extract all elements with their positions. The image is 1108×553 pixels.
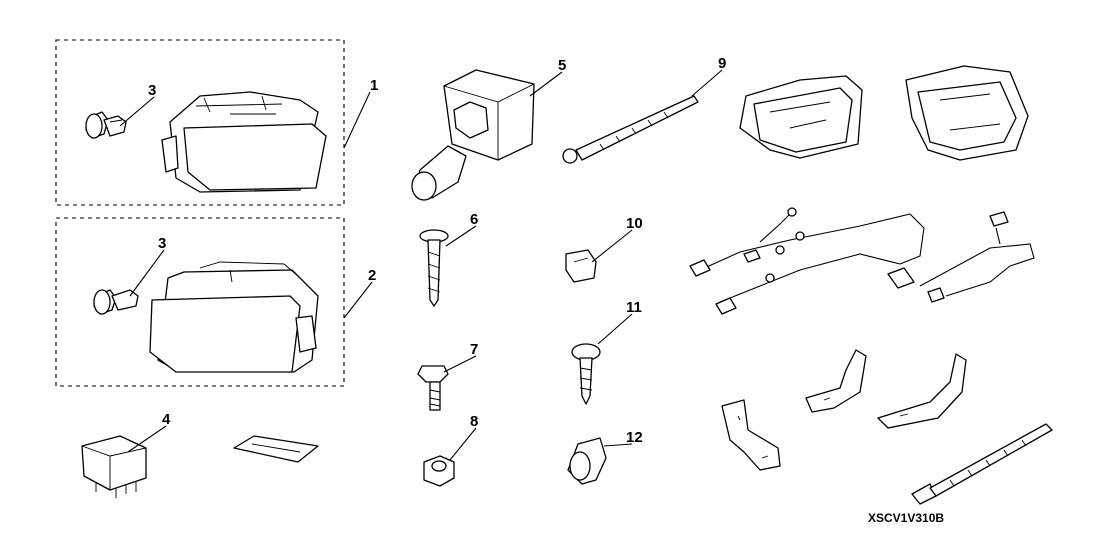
callout-9: 9 (718, 55, 726, 72)
bulb-top-part (85, 111, 127, 139)
callout-4: 4 (162, 411, 171, 428)
fog-light-left-part (149, 261, 319, 373)
bracket-top-left-part (739, 75, 863, 159)
callout-11: 11 (626, 299, 642, 316)
diagram-code: XSCV1V310B (868, 511, 944, 525)
group-box-fog-light-left (55, 217, 345, 387)
callout-7: 7 (470, 341, 478, 358)
flange-nut-8-part (423, 455, 455, 487)
flange-bolt-7-part (417, 365, 449, 411)
group-box-fog-light-right (55, 39, 345, 206)
clip-12-part (567, 437, 607, 485)
callout-1: 1 (370, 77, 378, 94)
wire-harness-sub-part (887, 211, 1035, 303)
relay-part (81, 435, 147, 498)
callout-5: 5 (558, 57, 566, 74)
callout-8: 8 (470, 413, 478, 430)
adhesive-pad-part (233, 435, 319, 463)
leader-lines (119, 69, 723, 461)
bracket-small-3-part (877, 353, 967, 429)
tapping-screw-6-part (419, 229, 449, 307)
callout-12: 12 (626, 429, 643, 446)
tapping-screw-11-part (571, 343, 601, 405)
cable-tie-9-part (562, 95, 699, 164)
bracket-small-2-part (805, 349, 867, 413)
callout-3-top: 3 (148, 82, 156, 99)
bracket-small-1-part (721, 399, 781, 471)
bulb-bottom-part (93, 289, 139, 315)
callout-2: 2 (368, 267, 376, 284)
callout-10: 10 (626, 215, 643, 232)
fog-light-switch-part (411, 69, 535, 201)
wire-harness-main-part (689, 207, 925, 315)
bracket-top-right-part (905, 65, 1029, 161)
fog-light-right-part (161, 91, 327, 193)
callout-3-bottom: 3 (158, 235, 166, 252)
clip-nut-10-part (565, 249, 597, 283)
callout-6: 6 (470, 211, 478, 228)
cable-tie-bottom-part (911, 423, 1053, 505)
